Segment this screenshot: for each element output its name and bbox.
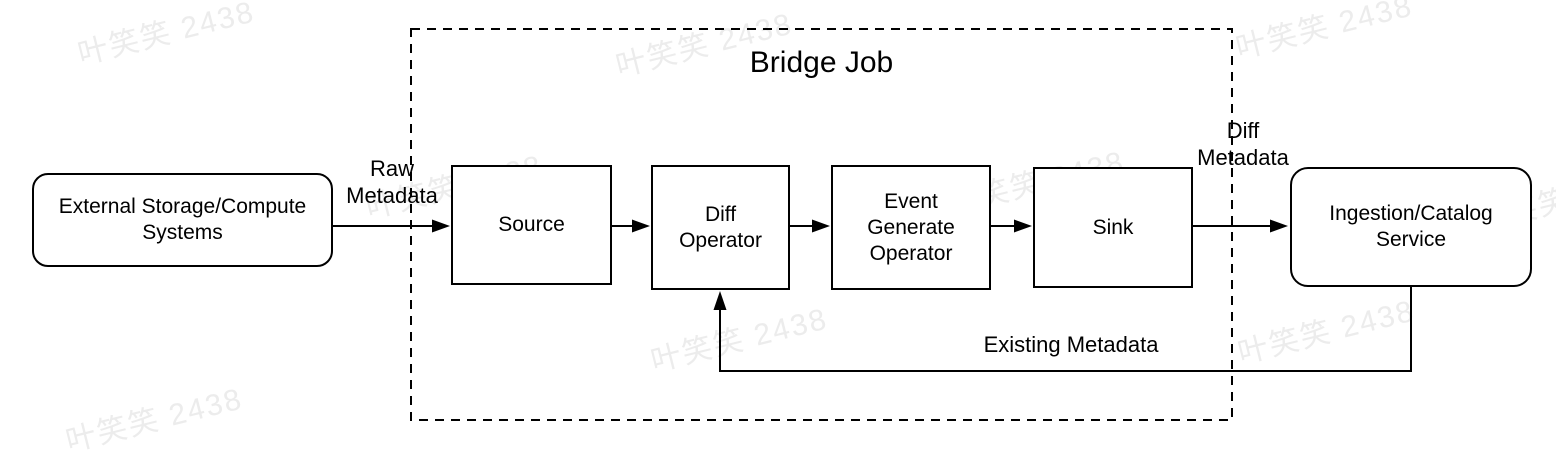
node-external-storage-compute-systems: External Storage/Compute Systems — [32, 173, 333, 267]
node-label-line: Event — [884, 189, 938, 213]
arrow-source-to-diff-operator — [612, 219, 650, 233]
node-label-line: Service — [1375, 228, 1447, 251]
node-label-line: Diff — [704, 202, 737, 226]
node-diff-operator: Diff Operator — [651, 165, 790, 290]
arrow-sink-to-ingestion-service — [1193, 219, 1288, 233]
edge-label-line: Metadata — [1197, 145, 1289, 170]
edge-label-existing-metadata: Existing Metadata — [983, 332, 1159, 357]
node-label-line: Source — [498, 213, 565, 236]
arrow-event-generate-operator-to-sink — [991, 219, 1032, 233]
node-label-line: Systems — [142, 221, 223, 244]
edge-label-raw-metadata: Raw Metadata — [312, 155, 472, 209]
node-source: Source — [451, 165, 612, 285]
bridge-job-dashed-border — [410, 28, 1233, 421]
node-label-line: Ingestion/Catalog — [1329, 202, 1493, 225]
arrow-ingestion-service-to-diff-operator — [713, 287, 1412, 372]
node-label-line: Operator — [869, 241, 953, 265]
bridge-job-title: Bridge Job — [749, 46, 894, 79]
edge-label-line: Metadata — [346, 183, 438, 208]
arrow-external-to-source — [333, 219, 450, 233]
edge-label-diff-metadata: Diff Metadata — [1163, 117, 1323, 171]
edge-label-line: Raw — [369, 156, 414, 181]
node-sink: Sink — [1033, 167, 1193, 288]
node-label-line: Sink — [1092, 215, 1134, 239]
edge-label-line: Diff — [1226, 118, 1260, 143]
node-label-line: Operator — [679, 228, 762, 252]
node-ingestion-catalog-service: Ingestion/Catalog Service — [1290, 167, 1532, 287]
node-label-line: External Storage/Compute — [58, 195, 307, 218]
connector-layer — [333, 28, 1412, 421]
bridge-job-diagram: 叶笑笑 2438 叶笑笑 2438 叶笑笑 2438 叶笑笑 2438 叶笑笑 … — [32, 0, 1556, 458]
arrow-diff-operator-to-event-generate-operator — [790, 219, 830, 233]
node-event-generate-operator: Event Generate Operator — [831, 165, 991, 290]
node-label-line: Generate — [867, 215, 955, 239]
